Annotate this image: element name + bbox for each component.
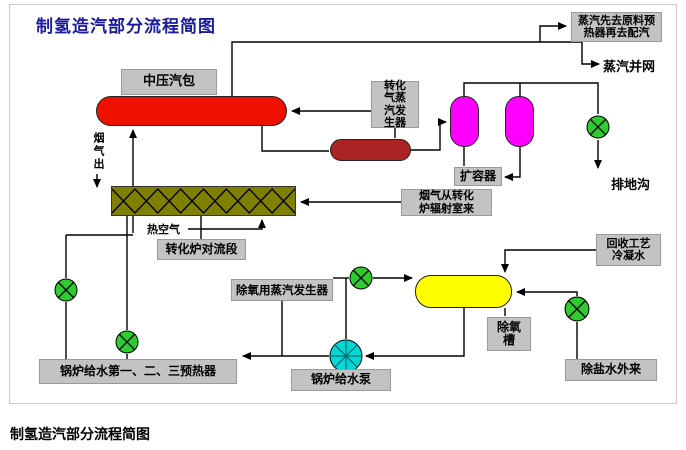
valve-icon-right <box>564 296 590 322</box>
pipe-deaerator-to-pump <box>365 308 465 360</box>
pipe-vessel2-to-flash <box>504 147 521 181</box>
pipe-steam-to-preheater <box>539 22 567 42</box>
reformed-gas-sg-vessel <box>330 139 411 161</box>
flash-vessel-1 <box>450 96 479 147</box>
diagram-title: 制氢造汽部分流程简图 <box>36 17 216 37</box>
label-bfw-pump: 锅炉给水泵 <box>291 369 391 391</box>
label-flue-gas-out: 烟气出 <box>92 132 105 171</box>
pipe-steam-to-grid <box>581 42 600 68</box>
deaerator-vessel <box>415 275 512 308</box>
pipe-sg-to-vessel1 <box>411 118 447 151</box>
label-bfw-preheaters: 锅炉给水第一、二、三预热器 <box>39 359 237 384</box>
flash-vessel-2 <box>505 96 534 147</box>
valve-icon-left-2 <box>115 330 139 354</box>
pipe-demin-to-deaerator <box>516 288 578 296</box>
label-hot-air: 热空气 <box>147 223 180 236</box>
label-reformed-gas-sg: 转化气蒸汽发生器 <box>371 79 419 128</box>
label-steam-drum: 中压汽包 <box>121 69 217 95</box>
steam-drum-vessel <box>96 96 287 126</box>
pipe-condensate <box>501 249 596 273</box>
pipe-vessels-to-valve <box>463 82 599 114</box>
label-steam-to-grid: 蒸汽并网 <box>603 60 656 75</box>
pipe-hot-air <box>188 219 266 230</box>
label-convection-section: 转化炉对流段 <box>157 239 246 260</box>
exchanger-lattice-icon <box>112 187 295 215</box>
label-deaerator-sg: 除氧用蒸汽发生器 <box>231 279 333 301</box>
label-deaerator-tank: 除氧槽 <box>487 317 531 351</box>
pump-icon <box>329 339 363 373</box>
label-steam-to-preheater: 蒸汽先去原料预热器再去配汽 <box>571 12 662 42</box>
label-demin-water: 除盐水外来 <box>565 359 657 381</box>
valve-icon-middle <box>349 266 373 290</box>
convection-heat-exchanger <box>111 186 296 216</box>
label-recovered-condensate: 回收工艺冷凝水 <box>596 234 661 266</box>
pipe-drum-downcomer <box>261 126 329 152</box>
valve-icon-left-1 <box>54 278 78 302</box>
label-drain-ditch: 排地沟 <box>611 178 651 193</box>
page-caption: 制氢造汽部分流程简图 <box>10 427 150 443</box>
label-flash-tank: 扩容器 <box>454 167 502 186</box>
label-flue-gas-from-radiant: 烟气从转化炉辐射室来 <box>401 189 492 216</box>
valve-icon-top-right <box>586 115 610 139</box>
pipe-steam-header <box>231 41 582 96</box>
